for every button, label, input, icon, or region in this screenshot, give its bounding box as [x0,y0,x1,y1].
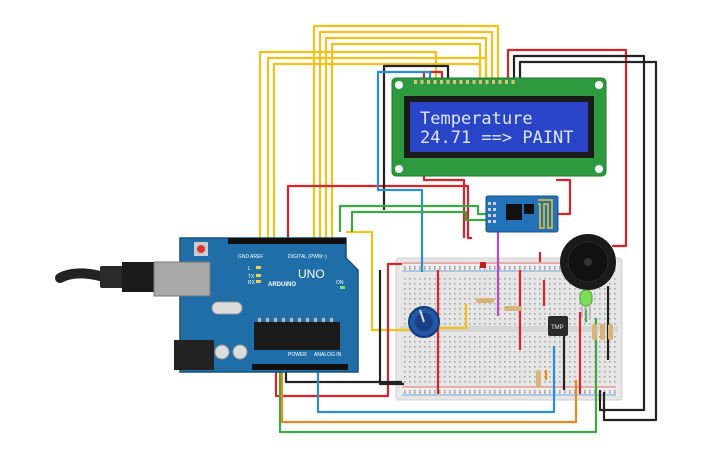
analog-label: ANALOG IN [314,352,342,358]
sensor-label: TMP [551,325,564,331]
wire-green-esp2 [350,210,486,232]
usb-cable [55,268,127,283]
wire-yellow-pot2 [428,304,468,330]
rx-label: RX [248,280,256,286]
lcd-screen [410,102,588,152]
wire-yellow-6 [330,42,482,238]
power-label: POWER [288,352,307,358]
wire-green-bot [278,318,598,434]
digital-label: DIGITAL (PWM~) [288,254,327,260]
resistor-5 [600,324,605,340]
gnd-label: GND [238,254,250,260]
lcd-header-pins [414,80,515,84]
wire-blue-bot [316,346,556,414]
resistor-6 [608,324,613,340]
l-label: L [248,266,251,272]
wire-red-bottom [274,262,402,398]
wire-red-lcd [506,48,628,248]
wire-black-bb [378,270,404,386]
resistor-3 [536,370,541,388]
resistor-2 [504,306,522,311]
wire-yellow-3 [312,24,500,238]
tx-label: TX [248,274,255,280]
resistor-4 [592,324,597,340]
piezo-buzzer[interactable] [560,234,616,290]
lcd-line-1: Temperature [420,109,533,129]
resistors [476,298,613,388]
potentiometer[interactable] [408,306,440,338]
rgb-led[interactable] [579,289,593,320]
resistor-1 [476,298,494,303]
arduino-uno[interactable]: UNO ARDUINO DIGITAL (PWM~) POWER ANALOG … [55,237,359,373]
board-name: UNO [298,267,325,281]
on-label: ON [336,280,344,286]
wire-yellow-pot [346,230,414,332]
wire-black-lcd1 [512,54,646,412]
lcd-line-2: 24.71 ==> PAINT [420,128,574,148]
wire-blue-lcd [376,70,432,272]
board-logo: ARDUINO [268,282,296,288]
aref-label: AREF [250,254,263,260]
lcd-module[interactable]: Temperature 24.71 ==> PAINT [391,77,607,177]
wire-green-esp [338,204,486,232]
wire-red-top [286,184,472,240]
wire-yellow-5 [324,36,488,238]
temperature-sensor[interactable]: TMP [548,316,568,336]
esp8266-module[interactable] [485,195,559,233]
wires [258,24,658,434]
breadboard[interactable] [395,257,623,401]
wire-yellow-4 [318,30,494,238]
bb-red-marker [480,262,486,268]
wire-black-lcd2 [518,60,658,422]
wire-black-lcd3 [382,64,450,210]
breadboard-holes [404,266,616,394]
